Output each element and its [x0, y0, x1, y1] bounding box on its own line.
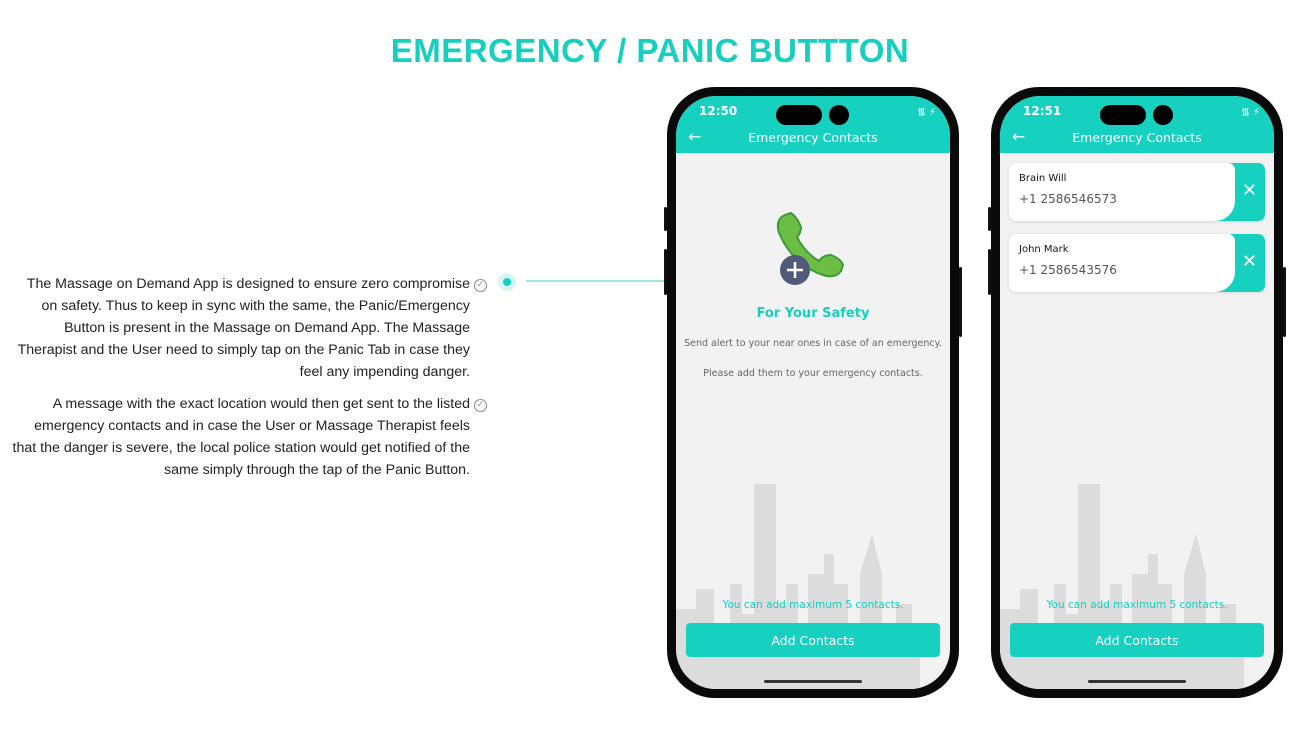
- info-text: Send alert to your near ones in case of …: [684, 338, 942, 349]
- status-time: 12:50: [699, 104, 738, 118]
- add-contacts-button[interactable]: Add Contacts: [1010, 623, 1264, 657]
- home-indicator: [764, 680, 862, 683]
- description-paragraph: A message with the exact location would …: [12, 396, 470, 478]
- app-header: 12:51 ᯾ ⚡ ← Emergency Contacts: [1000, 96, 1274, 153]
- home-indicator: [1088, 680, 1186, 683]
- connector-dot: [498, 273, 516, 291]
- status-icons: ᯾ ⚡: [917, 107, 936, 118]
- phone-mockup-contacts: 12:51 ᯾ ⚡ ← Emergency Contacts Brain Wil…: [988, 87, 1286, 698]
- status-time: 12:51: [1023, 104, 1062, 118]
- contact-name: John Mark: [1019, 244, 1069, 255]
- header-title: Emergency Contacts: [1072, 130, 1202, 145]
- contact-card: John Mark +1 2586543576 ✕: [1009, 234, 1265, 292]
- info-text: Please add them to your emergency contac…: [703, 368, 923, 379]
- remove-contact-close-icon[interactable]: ✕: [1241, 251, 1257, 271]
- description-paragraph: The Massage on Demand App is designed to…: [17, 276, 470, 380]
- remove-contact-close-icon[interactable]: ✕: [1241, 180, 1257, 200]
- back-arrow-icon[interactable]: ←: [1012, 127, 1026, 146]
- contact-card: Brain Will +1 2586546573 ✕: [1009, 163, 1265, 221]
- back-arrow-icon[interactable]: ←: [688, 127, 702, 146]
- app-header: 12:50 ᯾ ⚡ ← Emergency Contacts: [676, 96, 950, 153]
- status-icons: ᯾ ⚡: [1241, 107, 1260, 118]
- connector-line: [526, 280, 666, 282]
- check-icon: ✓: [474, 279, 487, 292]
- phone-mockup-empty: 12:50 ᯾ ⚡ ← Emergency Contacts For Your …: [664, 87, 962, 698]
- check-icon: ✓: [474, 399, 487, 412]
- max-contacts-note: You can add maximum 5 contacts.: [722, 599, 904, 611]
- contact-phone: +1 2586546573: [1019, 192, 1117, 206]
- max-contacts-note: You can add maximum 5 contacts.: [1046, 599, 1228, 611]
- contact-phone: +1 2586543576: [1019, 263, 1117, 277]
- add-contacts-button[interactable]: Add Contacts: [686, 623, 940, 657]
- contact-name: Brain Will: [1019, 173, 1067, 184]
- header-title: Emergency Contacts: [748, 130, 878, 145]
- page-title: EMERGENCY / PANIC BUTTTON: [390, 32, 910, 69]
- phone-add-icon: [776, 211, 845, 285]
- safety-heading: For Your Safety: [756, 306, 870, 321]
